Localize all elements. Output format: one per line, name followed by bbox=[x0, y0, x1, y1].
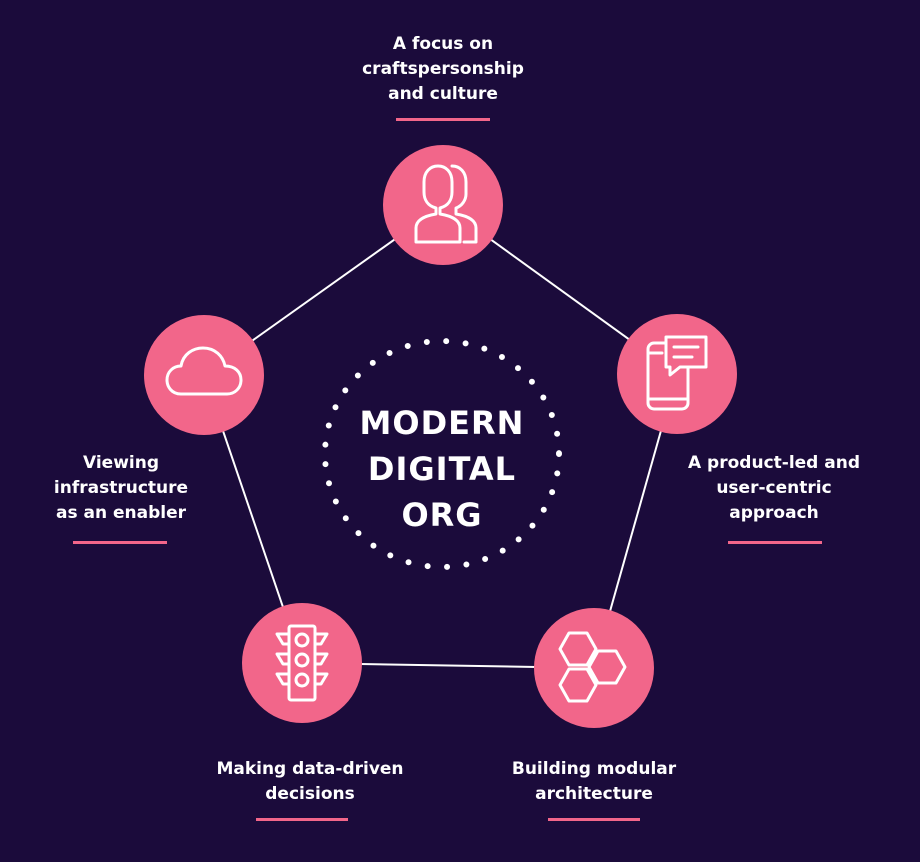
dotted-ring bbox=[322, 338, 562, 570]
label-craftspersonship: A focus on craftspersonship and culture bbox=[343, 32, 543, 107]
traffic-light-icon bbox=[275, 624, 329, 702]
mobile-chat-icon bbox=[646, 335, 708, 411]
label-line: Building modular bbox=[511, 759, 677, 779]
center-title-line: MODERN bbox=[359, 404, 525, 442]
node-craftspersonship bbox=[383, 145, 503, 265]
label-line: A product-led and bbox=[687, 453, 861, 473]
label-line: as an enabler bbox=[55, 503, 186, 523]
label-product-led: A product-led and user-centric approach bbox=[664, 451, 884, 526]
label-data-driven: Making data-driven decisions bbox=[190, 757, 430, 807]
label-modular-architecture: Building modular architecture bbox=[484, 757, 704, 807]
label-line: Viewing bbox=[82, 453, 160, 473]
label-underline bbox=[73, 541, 167, 544]
label-line: and culture bbox=[388, 84, 498, 104]
label-line: craftspersonship bbox=[362, 59, 524, 79]
cloud-icon bbox=[165, 346, 243, 396]
label-underline bbox=[396, 118, 490, 121]
label-underline bbox=[548, 818, 640, 821]
label-underline bbox=[728, 541, 822, 544]
label-infrastructure: Viewing infrastructure as an enabler bbox=[36, 451, 206, 526]
label-line: user-centric bbox=[716, 478, 832, 498]
node-product-led bbox=[617, 314, 737, 434]
center-title-line: ORG bbox=[401, 496, 483, 534]
label-line: decisions bbox=[265, 784, 355, 804]
label-line: architecture bbox=[535, 784, 653, 804]
center-title-line: DIGITAL bbox=[367, 450, 517, 488]
node-modular-architecture bbox=[534, 608, 654, 728]
label-line: Making data-driven bbox=[216, 759, 404, 779]
node-infrastructure bbox=[144, 315, 264, 435]
label-line: infrastructure bbox=[53, 478, 189, 498]
label-underline bbox=[256, 818, 348, 821]
node-data-driven bbox=[242, 603, 362, 723]
label-line: A focus on bbox=[392, 34, 494, 54]
hexagons-icon bbox=[558, 631, 627, 703]
label-line: approach bbox=[729, 503, 819, 523]
people-icon bbox=[414, 164, 478, 244]
center-title: MODERN DIGITAL ORG bbox=[330, 400, 554, 538]
